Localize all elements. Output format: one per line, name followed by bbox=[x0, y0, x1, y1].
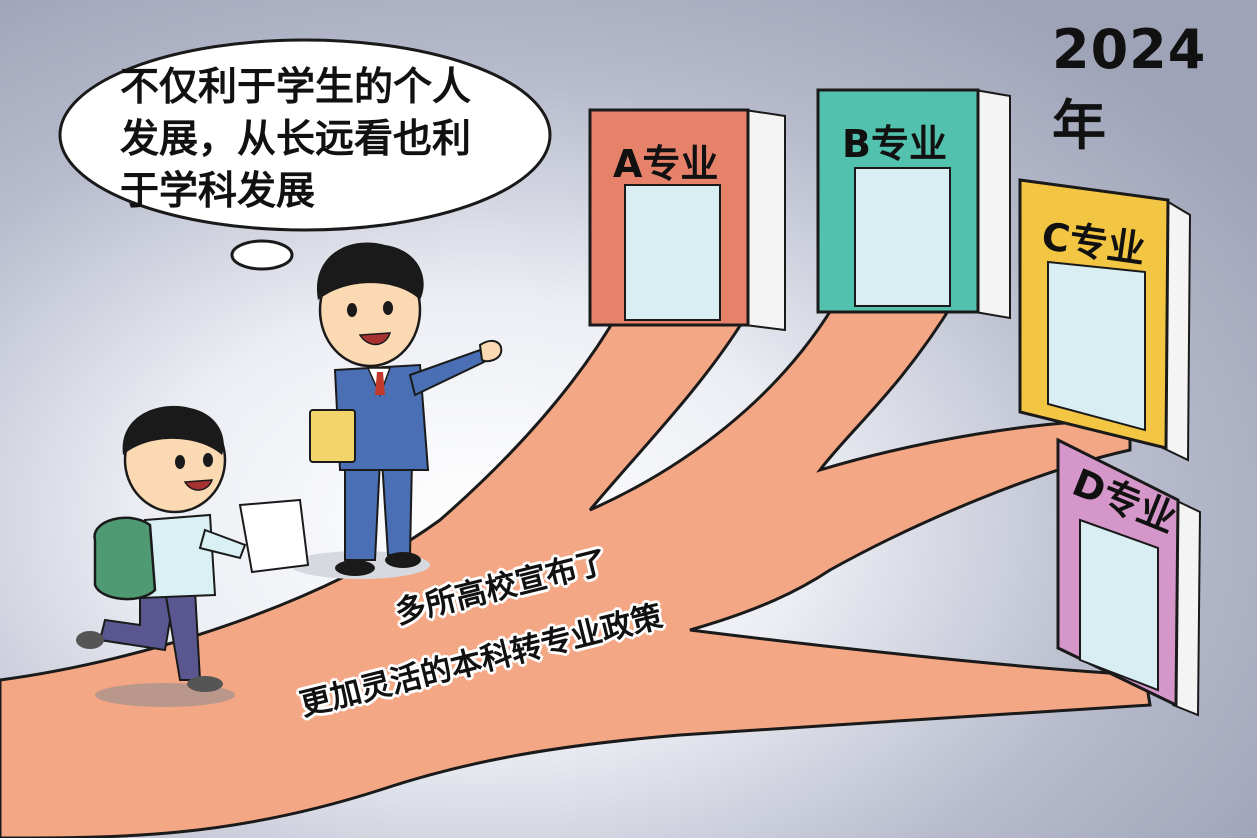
door-a-label: A专业 bbox=[613, 142, 719, 186]
speech-line-3: 于学科发展 bbox=[120, 169, 316, 214]
teacher-figure bbox=[290, 242, 503, 579]
thought-bubble bbox=[58, 38, 552, 271]
door-b-label: B专业 bbox=[842, 122, 947, 166]
speech-line-2: 发展，从长远看也利 bbox=[120, 117, 472, 162]
year-label: 2024年 bbox=[1052, 18, 1207, 157]
student-figure bbox=[76, 405, 310, 707]
speech-line-1: 不仅利于学生的个人 bbox=[120, 65, 472, 110]
door-d bbox=[1056, 437, 1202, 717]
door-c bbox=[1018, 178, 1192, 462]
speech-bubble-text: 不仅利于学生的个人 发展，从长远看也利 于学科发展 bbox=[120, 62, 520, 218]
door-a bbox=[588, 108, 786, 332]
door-b bbox=[816, 88, 1011, 320]
